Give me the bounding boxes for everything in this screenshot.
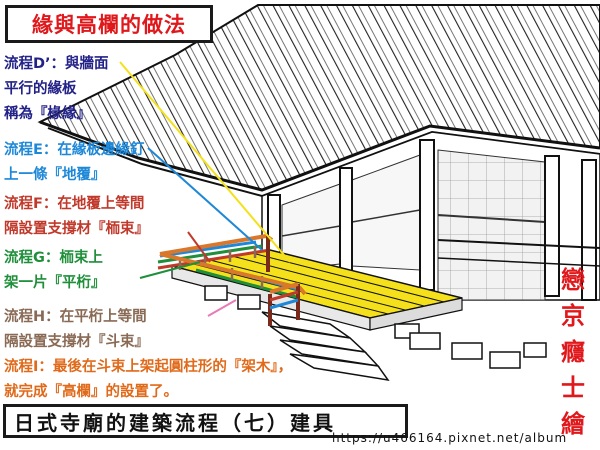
railing — [157, 233, 307, 326]
author-char: 戀 — [561, 266, 585, 294]
step-label-e: 流程E：在緣板邊緣釘上一條『地覆』 — [4, 138, 144, 188]
step-line: 上一條『地覆』 — [4, 167, 106, 183]
step-label-d: 流程D’：與牆面平行的緣板稱為『椽緣』 — [4, 52, 109, 127]
step-label-i: 流程I：最後在斗束上架起圓柱形的『架木』， 就完成『高欄』的設置了。 — [4, 355, 292, 405]
step-line: 流程G：栭束上 — [4, 250, 103, 266]
columns — [267, 139, 597, 301]
stone-footings — [204, 285, 547, 369]
step-line: 架一片『平桁』 — [4, 275, 106, 291]
title-box: 緣與高欄的做法 — [5, 5, 213, 43]
step-line: 隔設置支撐材『斗束』 — [4, 334, 149, 350]
leader-line-g — [139, 261, 201, 279]
step-line: 流程F：在地覆上等間 — [4, 196, 145, 212]
step-line: 流程I：最後在斗束上架起圓柱形的『架木』， — [4, 359, 293, 375]
album-url: https://u466164.pixnet.net/album — [332, 431, 568, 445]
leader-line-f — [187, 231, 211, 263]
author-char: 京 — [561, 302, 585, 330]
author-char: 士 — [561, 374, 585, 402]
step-label-h: 流程H：在平桁上等間隔設置支撐材『斗束』 — [4, 305, 149, 355]
leader-lines — [119, 61, 291, 317]
leader-line-d — [119, 61, 291, 263]
step-line: 隔設置支撐材『栭束』 — [4, 221, 149, 237]
step-label-f: 流程F：在地覆上等間隔設置支撐材『栭束』 — [4, 192, 149, 242]
front-steps — [261, 311, 390, 382]
step-line: 流程E：在緣板邊緣釘 — [4, 142, 145, 158]
author-char: 癮 — [561, 338, 585, 366]
temple-building — [261, 131, 600, 301]
bottom-title-box: 日式寺廟的建築流程（七）建具 — [3, 404, 408, 438]
leader-line-h — [207, 299, 237, 317]
step-label-g: 流程G：栭束上架一片『平桁』 — [4, 246, 106, 296]
step-line: 流程H：在平桁上等間 — [4, 309, 147, 325]
step-line: 流程D’：與牆面 — [4, 56, 109, 72]
step-line: 平行的緣板 — [4, 81, 77, 97]
step-line: 稱為『椽緣』 — [4, 106, 91, 122]
step-line: 就完成『高欄』的設置了。 — [4, 384, 178, 400]
title-text: 緣與高欄的做法 — [32, 13, 186, 37]
leader-line-e — [147, 147, 263, 251]
author-char: 繪 — [561, 410, 585, 438]
bottom-title-text: 日式寺廟的建築流程（七）建具 — [14, 410, 336, 435]
author-signature: 戀 京 癮 士 繪 — [556, 262, 590, 442]
